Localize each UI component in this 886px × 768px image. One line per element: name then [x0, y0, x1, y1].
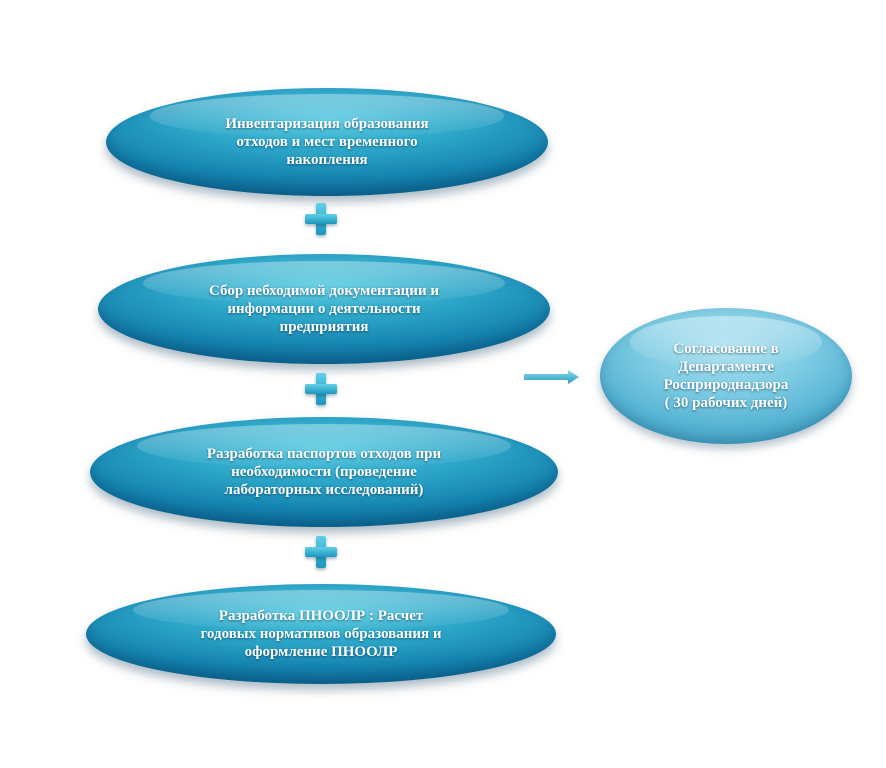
step-label: Сбор небходимой документации и информаци… [209, 283, 439, 335]
step-pnoolr-development: Разработка ПНООЛР : Расчет годовых норма… [86, 584, 556, 684]
step-documentation: Сбор небходимой документации и информаци… [98, 254, 550, 364]
final-step-approval: Согласование в Департаменте Росприроднад… [600, 308, 852, 444]
step-waste-passports: Разработка паспортов отходов при необход… [90, 417, 558, 527]
plus-icon [305, 536, 337, 568]
plus-icon [305, 373, 337, 405]
step-inventory: Инвентаризация образования отходов и мес… [106, 88, 548, 196]
step-label: Инвентаризация образования отходов и мес… [225, 116, 429, 168]
step-label: Разработка паспортов отходов при необход… [206, 446, 442, 498]
plus-icon [305, 203, 337, 235]
arrow-right-icon [524, 370, 579, 384]
final-step-label: Согласование в Департаменте Росприроднад… [663, 341, 789, 411]
step-label: Разработка ПНООЛР : Расчет годовых норма… [200, 608, 442, 660]
